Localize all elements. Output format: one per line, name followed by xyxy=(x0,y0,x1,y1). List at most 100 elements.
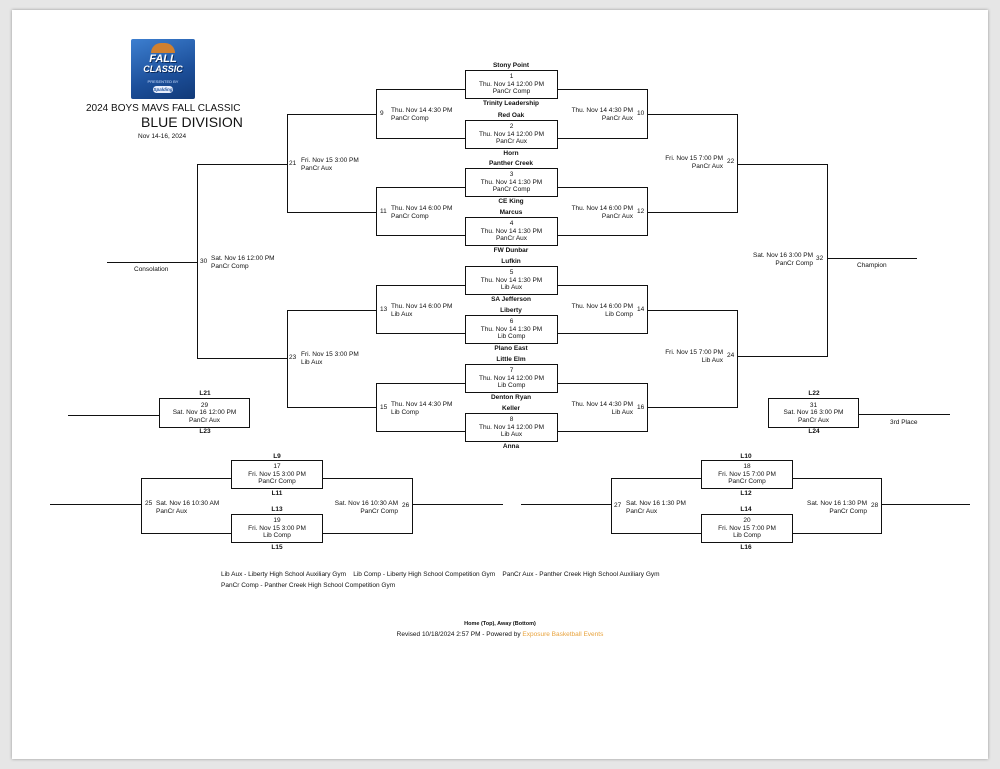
game-time: Sat. Nov 16 12:00 PM xyxy=(172,409,237,417)
game-time: Thu. Nov 14 1:30 PM xyxy=(480,276,543,284)
game-info-25[interactable]: Sat. Nov 16 10:30 AM PanCr Aux xyxy=(156,500,219,515)
game-location: PanCr Aux xyxy=(495,235,528,243)
bracket-line xyxy=(376,235,465,236)
bracket-line xyxy=(557,187,648,188)
game-box-2[interactable]: 2 Thu. Nov 14 12:00 PM PanCr Aux xyxy=(465,120,558,149)
team-home: Stony Point xyxy=(492,62,530,69)
game-location: PanCr Comp xyxy=(492,186,531,194)
game-info-23[interactable]: Fri. Nov 15 3:00 PM Lib Aux xyxy=(301,351,359,366)
game-box-8[interactable]: 8 Thu. Nov 14 12:00 PM Lib Aux xyxy=(465,413,558,442)
logo-text-classic: CLASSIC xyxy=(143,64,183,74)
game-info-21[interactable]: Fri. Nov 15 3:00 PM PanCr Aux xyxy=(301,157,359,172)
team-home: L10 xyxy=(740,453,752,460)
bracket-line xyxy=(68,415,160,416)
game-info-30[interactable]: Sat. Nov 16 12:00 PM PanCr Comp xyxy=(211,255,275,270)
game-time: Fri. Nov 15 7:00 PM xyxy=(665,349,723,356)
game-time: Thu. Nov 14 12:00 PM xyxy=(478,374,545,382)
bracket-line xyxy=(557,333,648,334)
game-info-28[interactable]: Sat. Nov 16 1:30 PM PanCr Comp xyxy=(807,500,867,515)
game-time: Fri. Nov 15 7:00 PM xyxy=(718,470,776,478)
bracket-line xyxy=(557,89,648,90)
bracket-line xyxy=(197,164,198,359)
game-info-27[interactable]: Sat. Nov 16 1:30 PM PanCr Aux xyxy=(626,500,686,515)
game-number: 29 xyxy=(200,401,209,409)
team-away: L15 xyxy=(271,544,283,551)
game-info-24[interactable]: Fri. Nov 15 7:00 PM Lib Aux xyxy=(665,349,723,364)
game-box-29[interactable]: 29 Sat. Nov 16 12:00 PM PanCr Aux xyxy=(159,398,250,428)
team-away: L11 xyxy=(271,490,283,497)
game-number: 4 xyxy=(509,220,514,228)
game-location: PanCr Aux xyxy=(691,162,723,170)
game-number: 1 xyxy=(509,73,514,81)
bracket-line xyxy=(737,164,828,165)
game-location: PanCr Comp xyxy=(728,478,766,486)
game-number-11: 11 xyxy=(380,208,387,215)
bracket-line xyxy=(647,212,738,213)
team-home: Little Elm xyxy=(496,356,526,363)
game-number: 19 xyxy=(273,517,281,525)
game-time: Sat. Nov 16 10:30 AM xyxy=(156,500,220,507)
team-home: L14 xyxy=(740,506,752,513)
game-box-3[interactable]: 3 Thu. Nov 14 1:30 PM PanCr Comp xyxy=(465,168,558,197)
game-time: Sat. Nov 16 1:30 PM xyxy=(807,500,867,507)
bracket-line xyxy=(521,504,612,505)
team-home: L22 xyxy=(808,390,820,397)
game-info-16[interactable]: Thu. Nov 14 4:30 PM Lib Aux xyxy=(572,401,633,416)
game-location: Lib Comp xyxy=(497,333,526,341)
bracket-line xyxy=(737,114,738,213)
game-number-13: 13 xyxy=(380,306,388,313)
team-home: Liberty xyxy=(500,307,522,314)
game-location: Lib Comp xyxy=(605,310,633,318)
bracket-line xyxy=(287,212,377,213)
game-location: Lib Comp xyxy=(263,532,291,540)
game-time: Fri. Nov 15 7:00 PM xyxy=(718,524,776,532)
game-time: Thu. Nov 14 12:00 PM xyxy=(478,130,545,138)
game-info-13[interactable]: Thu. Nov 14 6:00 PM Lib Aux xyxy=(391,303,452,318)
bracket-line xyxy=(287,407,377,408)
venue-legend-line2: PanCr Comp - Panther Creek High School C… xyxy=(221,582,396,589)
team-away: Horn xyxy=(503,150,519,157)
game-location: PanCr Comp xyxy=(258,478,296,486)
game-info-14[interactable]: Thu. Nov 14 6:00 PM Lib Comp xyxy=(572,303,633,318)
powered-by-link[interactable]: Exposure Basketball Events xyxy=(522,631,604,638)
game-box-1[interactable]: 1 Thu. Nov 14 12:00 PM PanCr Comp xyxy=(465,70,558,99)
team-away: Denton Ryan xyxy=(490,394,532,401)
game-box-5[interactable]: 5 Thu. Nov 14 1:30 PM Lib Aux xyxy=(465,266,558,295)
team-home: Panther Creek xyxy=(488,160,534,167)
game-info-11[interactable]: Thu. Nov 14 6:00 PM PanCr Comp xyxy=(391,205,452,220)
game-number: 17 xyxy=(273,463,281,471)
game-info-12[interactable]: Thu. Nov 14 6:00 PM PanCr Aux xyxy=(572,205,633,220)
game-box-17[interactable]: 17 Fri. Nov 15 3:00 PM PanCr Comp xyxy=(231,460,323,489)
game-info-26[interactable]: Sat. Nov 16 10:30 AM PanCr Comp xyxy=(335,500,398,515)
game-info-10[interactable]: Thu. Nov 14 4:30 PM PanCr Aux xyxy=(572,107,633,122)
game-number-15: 15 xyxy=(380,404,388,411)
team-home: L21 xyxy=(199,390,211,397)
game-number-23: 23 xyxy=(289,354,297,361)
game-info-15[interactable]: Thu. Nov 14 4:30 PM Lib Comp xyxy=(391,401,452,416)
game-location: PanCr Aux xyxy=(601,114,633,122)
bracket-line xyxy=(376,187,377,236)
game-box-6[interactable]: 6 Thu. Nov 14 1:30 PM Lib Comp xyxy=(465,315,558,344)
game-box-7[interactable]: 7 Thu. Nov 14 12:00 PM Lib Comp xyxy=(465,364,558,393)
game-number-12: 12 xyxy=(637,208,645,215)
game-box-19[interactable]: 19 Fri. Nov 15 3:00 PM Lib Comp xyxy=(231,514,323,543)
bracket-line xyxy=(858,414,950,415)
bracket-line xyxy=(322,478,413,479)
game-time: Sat. Nov 16 1:30 PM xyxy=(626,500,686,507)
game-box-31[interactable]: 31 Sat. Nov 16 3:00 PM PanCr Aux xyxy=(768,398,859,428)
game-time: Thu. Nov 14 12:00 PM xyxy=(478,423,545,431)
game-box-18[interactable]: 18 Fri. Nov 15 7:00 PM PanCr Comp xyxy=(701,460,793,489)
bracket-line xyxy=(376,138,465,139)
game-box-20[interactable]: 20 Fri. Nov 15 7:00 PM Lib Comp xyxy=(701,514,793,543)
game-number: 2 xyxy=(509,123,514,131)
team-home: Keller xyxy=(501,405,521,412)
basketball-icon xyxy=(151,43,175,53)
game-time: Thu. Nov 14 1:30 PM xyxy=(480,227,543,235)
game-box-4[interactable]: 4 Thu. Nov 14 1:30 PM PanCr Aux xyxy=(465,217,558,246)
game-info-22[interactable]: Fri. Nov 15 7:00 PM PanCr Aux xyxy=(665,155,723,170)
logo-sponsor: Spalding xyxy=(153,86,173,93)
game-info-32[interactable]: Sat. Nov 16 3:00 PM PanCr Comp xyxy=(753,252,813,267)
bracket-line xyxy=(827,164,828,357)
game-info-9[interactable]: Thu. Nov 14 4:30 PM PanCr Comp xyxy=(391,107,452,122)
team-away: L12 xyxy=(740,490,752,497)
